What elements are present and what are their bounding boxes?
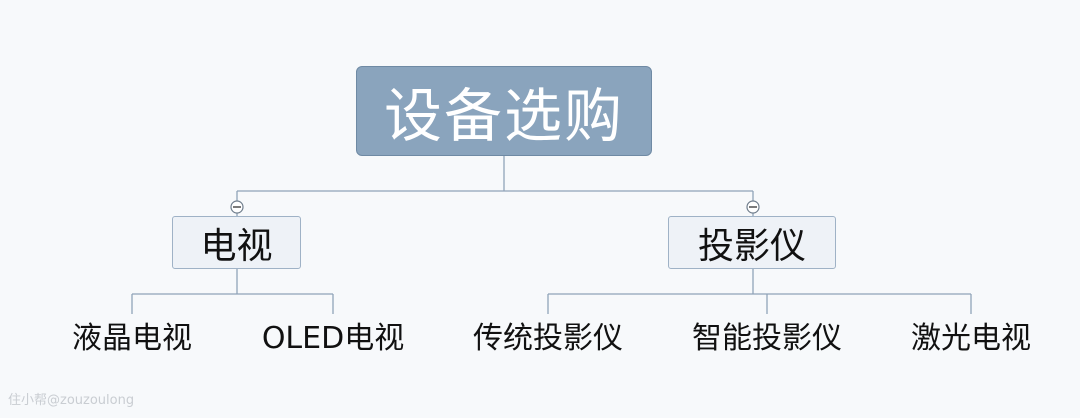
leaf-node-smart-projector[interactable]: 智能投影仪: [692, 312, 842, 358]
leaf-label: 液晶电视: [72, 321, 192, 356]
leaf-label: 传统投影仪: [473, 321, 623, 356]
root-topic-node[interactable]: 设备选购: [356, 66, 652, 156]
branch-label-tv: 电视: [200, 225, 273, 267]
branch-node-projector[interactable]: 投影仪: [668, 216, 836, 269]
watermark-text: 住小帮@zouzoulong: [8, 393, 135, 408]
collapse-icon-projector: [746, 200, 760, 214]
leaf-label: 智能投影仪: [692, 321, 842, 356]
branch-label-projector: 投影仪: [697, 225, 806, 267]
collapse-icon-tv: [230, 200, 244, 214]
root-topic-label: 设备选购: [383, 82, 624, 150]
leaf-label: 激光电视: [911, 321, 1031, 356]
leaf-node-lcd-tv[interactable]: 液晶电视: [72, 312, 192, 358]
leaf-node-oled-tv[interactable]: OLED电视: [261, 312, 405, 358]
leaf-node-traditional-projector[interactable]: 传统投影仪: [473, 312, 623, 358]
leaf-node-laser-tv[interactable]: 激光电视: [911, 312, 1031, 358]
branch-node-tv[interactable]: 电视: [172, 216, 301, 269]
leaf-label: OLED电视: [261, 321, 405, 356]
